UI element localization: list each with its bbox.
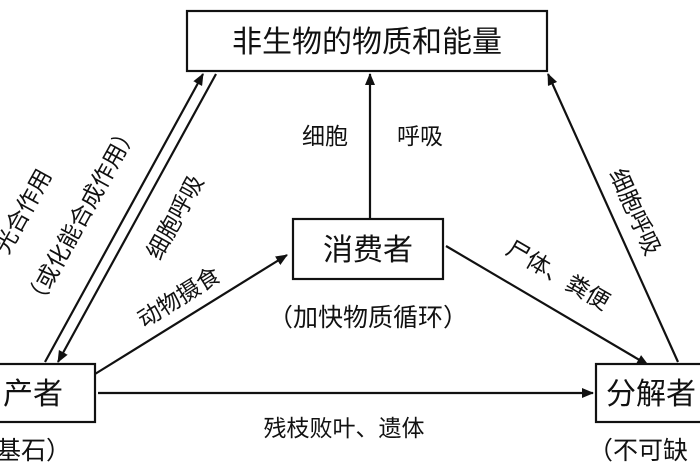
- label-consumer-respiration-b: 呼吸: [397, 124, 443, 150]
- consumer-note: （加快物质循环）: [268, 303, 468, 332]
- node-producer: 产者: [0, 362, 97, 424]
- label-decomposer-respiration: 细胞呼吸: [604, 165, 665, 260]
- node-decomposer: 分解者: [594, 362, 700, 424]
- producer-note: 基石）: [0, 436, 71, 465]
- node-abiotic-label: 非生物的物质和能量: [232, 25, 502, 60]
- arrow-remains-feces: [445, 245, 649, 366]
- label-dead-leaves: 残枝败叶、遗体: [264, 416, 425, 442]
- decomposer-note: （不可缺: [588, 436, 688, 465]
- node-abiotic: 非生物的物质和能量: [185, 9, 549, 73]
- node-consumer: 消费者: [291, 217, 445, 281]
- label-photosynthesis-1: 光合作用: [0, 165, 58, 258]
- label-consumer-respiration-a: 细胞: [302, 124, 348, 150]
- arrow-photosynthesis: [44, 73, 204, 363]
- arrow-decomposer-respiration: [546, 73, 680, 363]
- label-producer-respiration: 细胞呼吸: [142, 171, 209, 264]
- arrow-animal-feeding: [94, 254, 288, 375]
- label-remains-feces: 尸体、粪便: [501, 236, 614, 316]
- node-consumer-label: 消费者: [323, 233, 413, 268]
- node-producer-label: 产者: [3, 377, 63, 412]
- arrow-producer-respiration: [57, 73, 217, 363]
- node-decomposer-label: 分解者: [606, 377, 696, 412]
